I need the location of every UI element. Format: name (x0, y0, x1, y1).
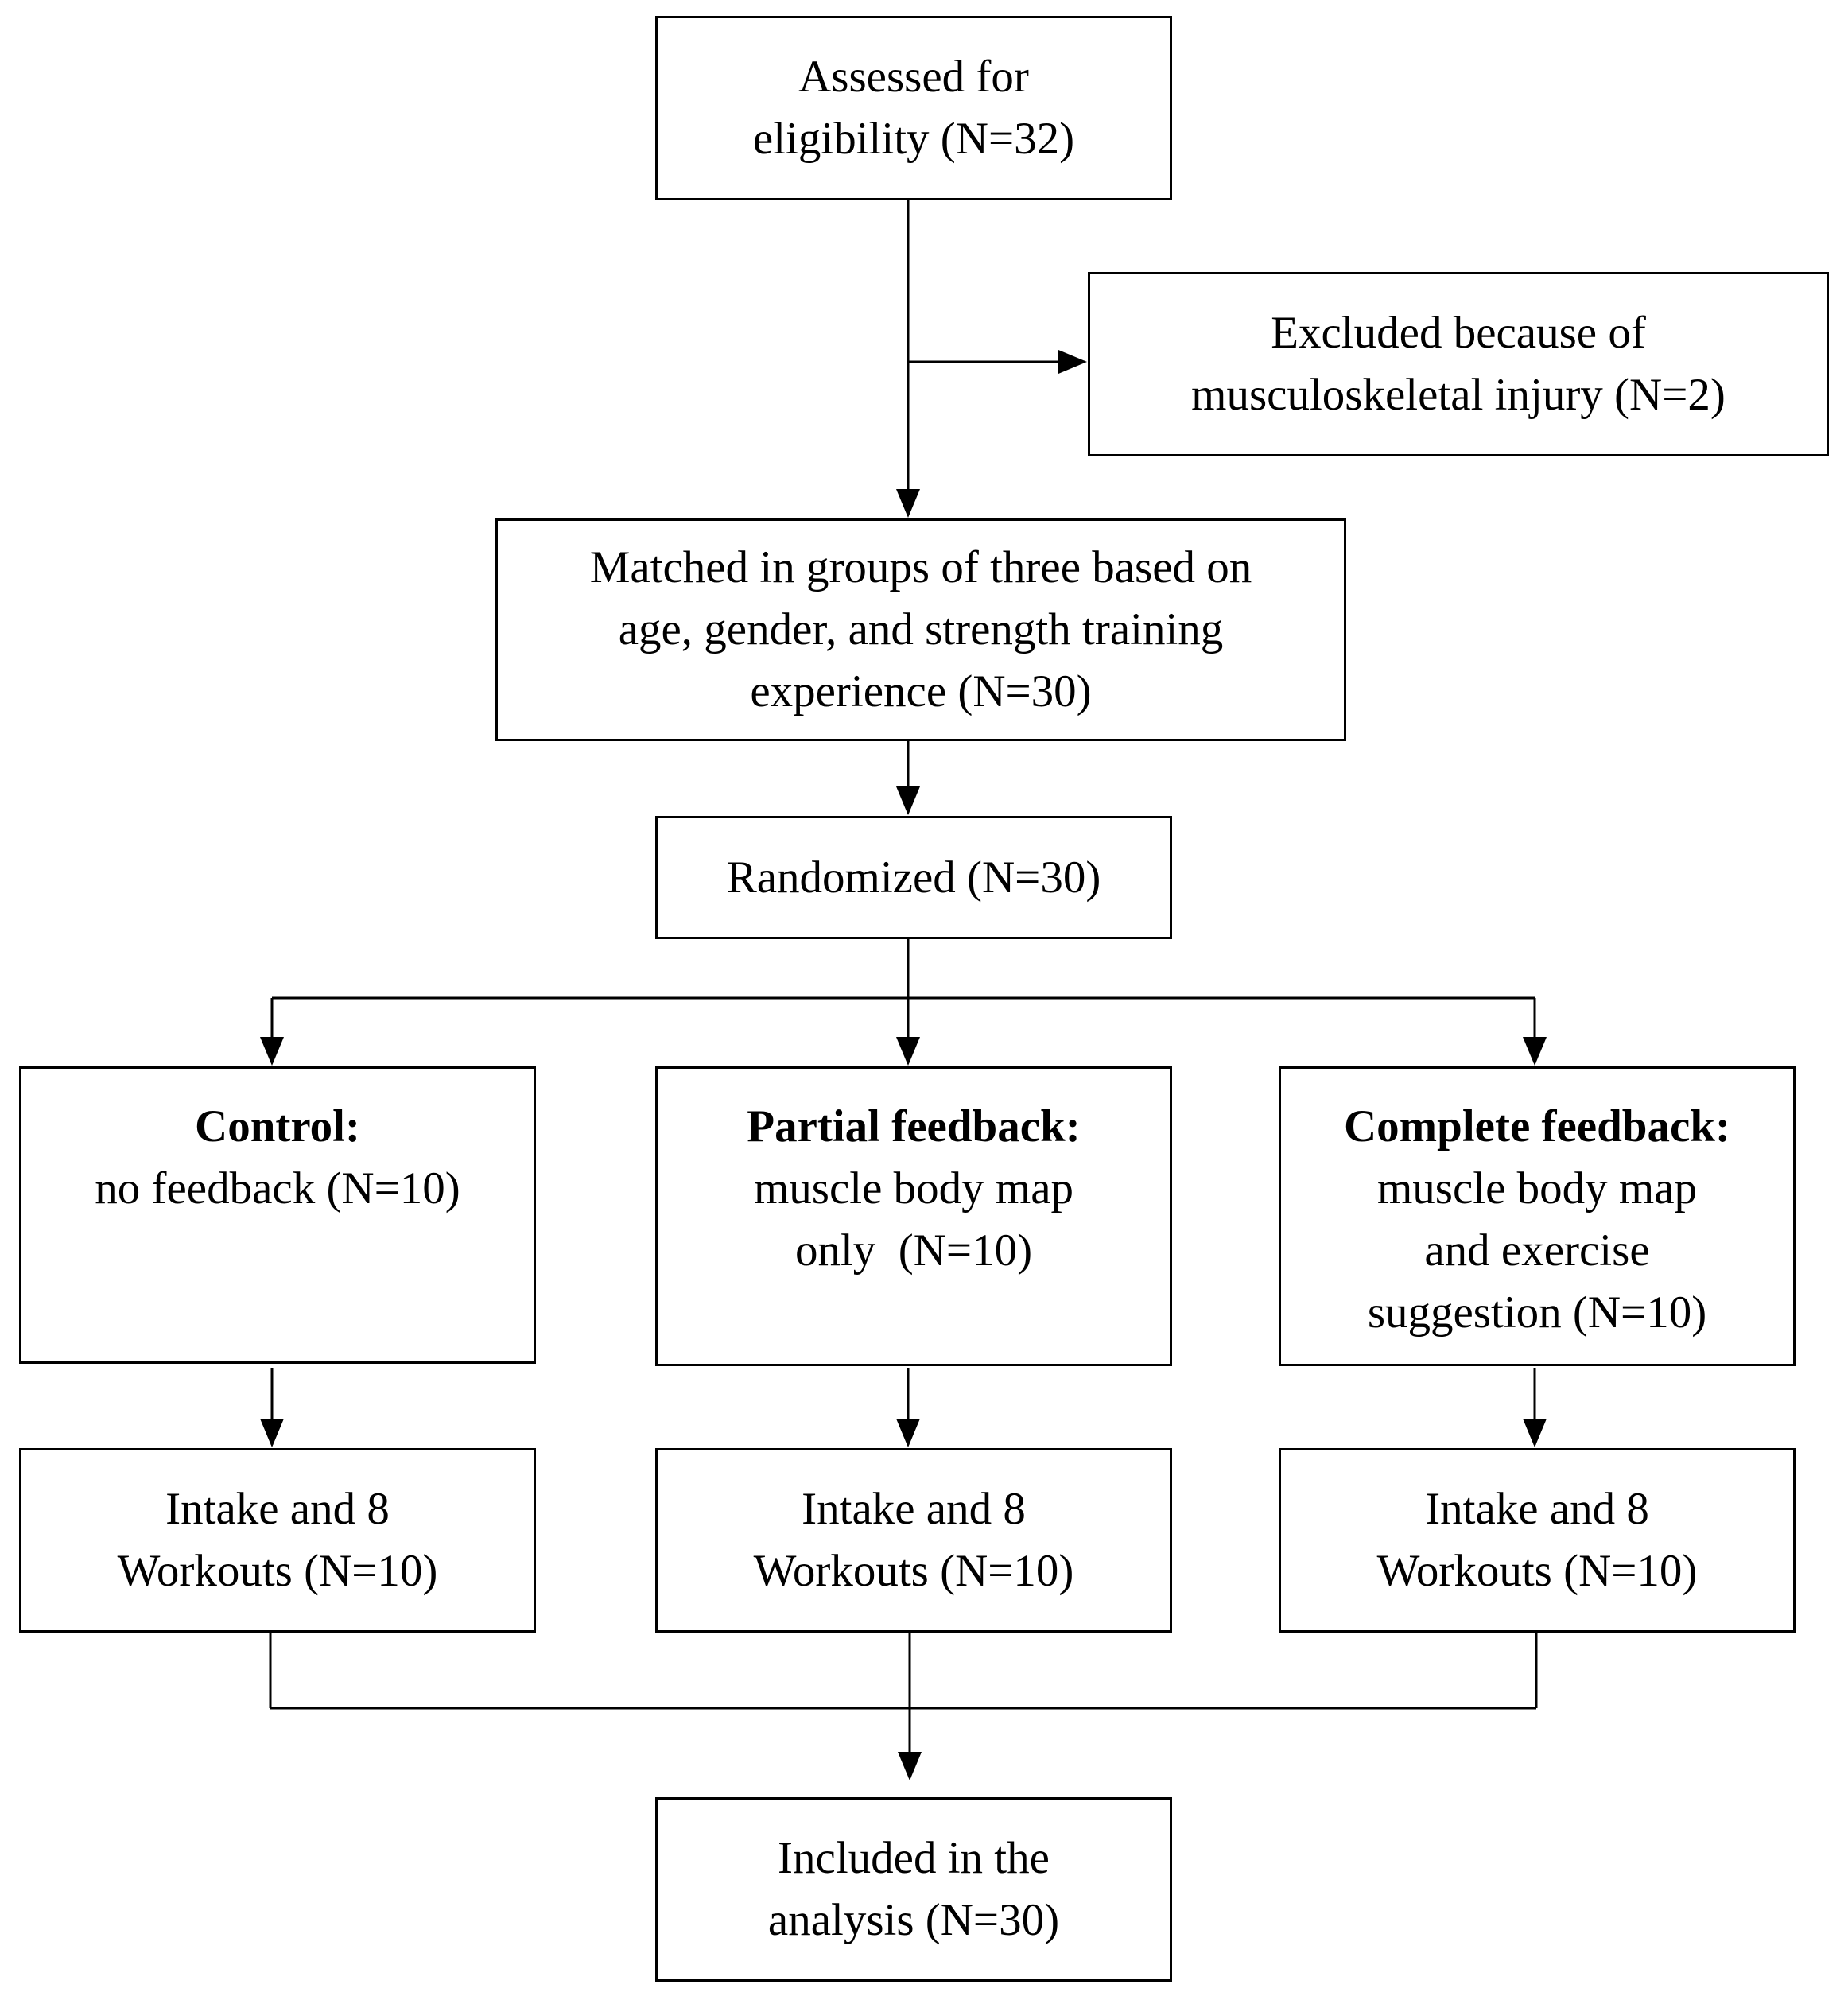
complete-feedback-line-3: suggestion (N=10) (1367, 1287, 1707, 1338)
complete-feedback-line-1: muscle body map (1376, 1163, 1698, 1214)
complete-workouts-box: Intake and 8 Workouts (N=10) (1279, 1448, 1796, 1633)
partial-feedback-line-2: only (N=10) (794, 1225, 1033, 1276)
partial-workouts-line-1: Intake and 8 (802, 1484, 1026, 1534)
control-workouts-line-2: Workouts (N=10) (117, 1546, 438, 1596)
matched-box: Matched in groups of three based on age,… (495, 518, 1346, 741)
excluded-line-2: musculoskeletal injury (N=2) (1191, 370, 1726, 420)
complete-workouts-line-2: Workouts (N=10) (1376, 1546, 1698, 1596)
analysis-line-2: analysis (N=30) (767, 1895, 1060, 1945)
control-group-line-1: no feedback (N=10) (95, 1163, 460, 1214)
excluded-line-1: Excluded because of (1271, 308, 1646, 358)
partial-feedback-line-1: muscle body map (753, 1163, 1074, 1214)
partial-workouts-box: Intake and 8 Workouts (N=10) (655, 1448, 1172, 1633)
analysis-line-1: Included in the (778, 1833, 1050, 1883)
randomized-line-1: Randomized (N=30) (726, 852, 1101, 903)
partial-feedback-title: Partial feedback: (747, 1101, 1081, 1151)
assessed-line-1: Assessed for (798, 52, 1029, 102)
excluded-box: Excluded because of musculoskeletal inju… (1088, 272, 1829, 456)
control-group-box: Control: no feedback (N=10) (19, 1066, 536, 1364)
assessed-line-2: eligibility (N=32) (752, 114, 1075, 164)
complete-feedback-line-2: and exercise (1424, 1225, 1650, 1276)
assessed-box: Assessed for eligibility (N=32) (655, 16, 1172, 200)
partial-feedback-box: Partial feedback: muscle body map only (… (655, 1066, 1172, 1366)
control-workouts-box: Intake and 8 Workouts (N=10) (19, 1448, 536, 1633)
complete-feedback-title: Complete feedback: (1344, 1101, 1730, 1151)
partial-workouts-line-2: Workouts (N=10) (753, 1546, 1074, 1596)
control-workouts-line-1: Intake and 8 (165, 1484, 390, 1534)
control-group-title: Control: (195, 1101, 360, 1151)
complete-workouts-line-1: Intake and 8 (1425, 1484, 1649, 1534)
complete-feedback-box: Complete feedback: muscle body map and e… (1279, 1066, 1796, 1366)
randomized-box: Randomized (N=30) (655, 816, 1172, 939)
matched-line-3: experience (N=30) (750, 666, 1092, 716)
matched-line-1: Matched in groups of three based on (589, 542, 1252, 592)
matched-line-2: age, gender, and strength training (618, 604, 1224, 654)
analysis-box: Included in the analysis (N=30) (655, 1797, 1172, 1982)
